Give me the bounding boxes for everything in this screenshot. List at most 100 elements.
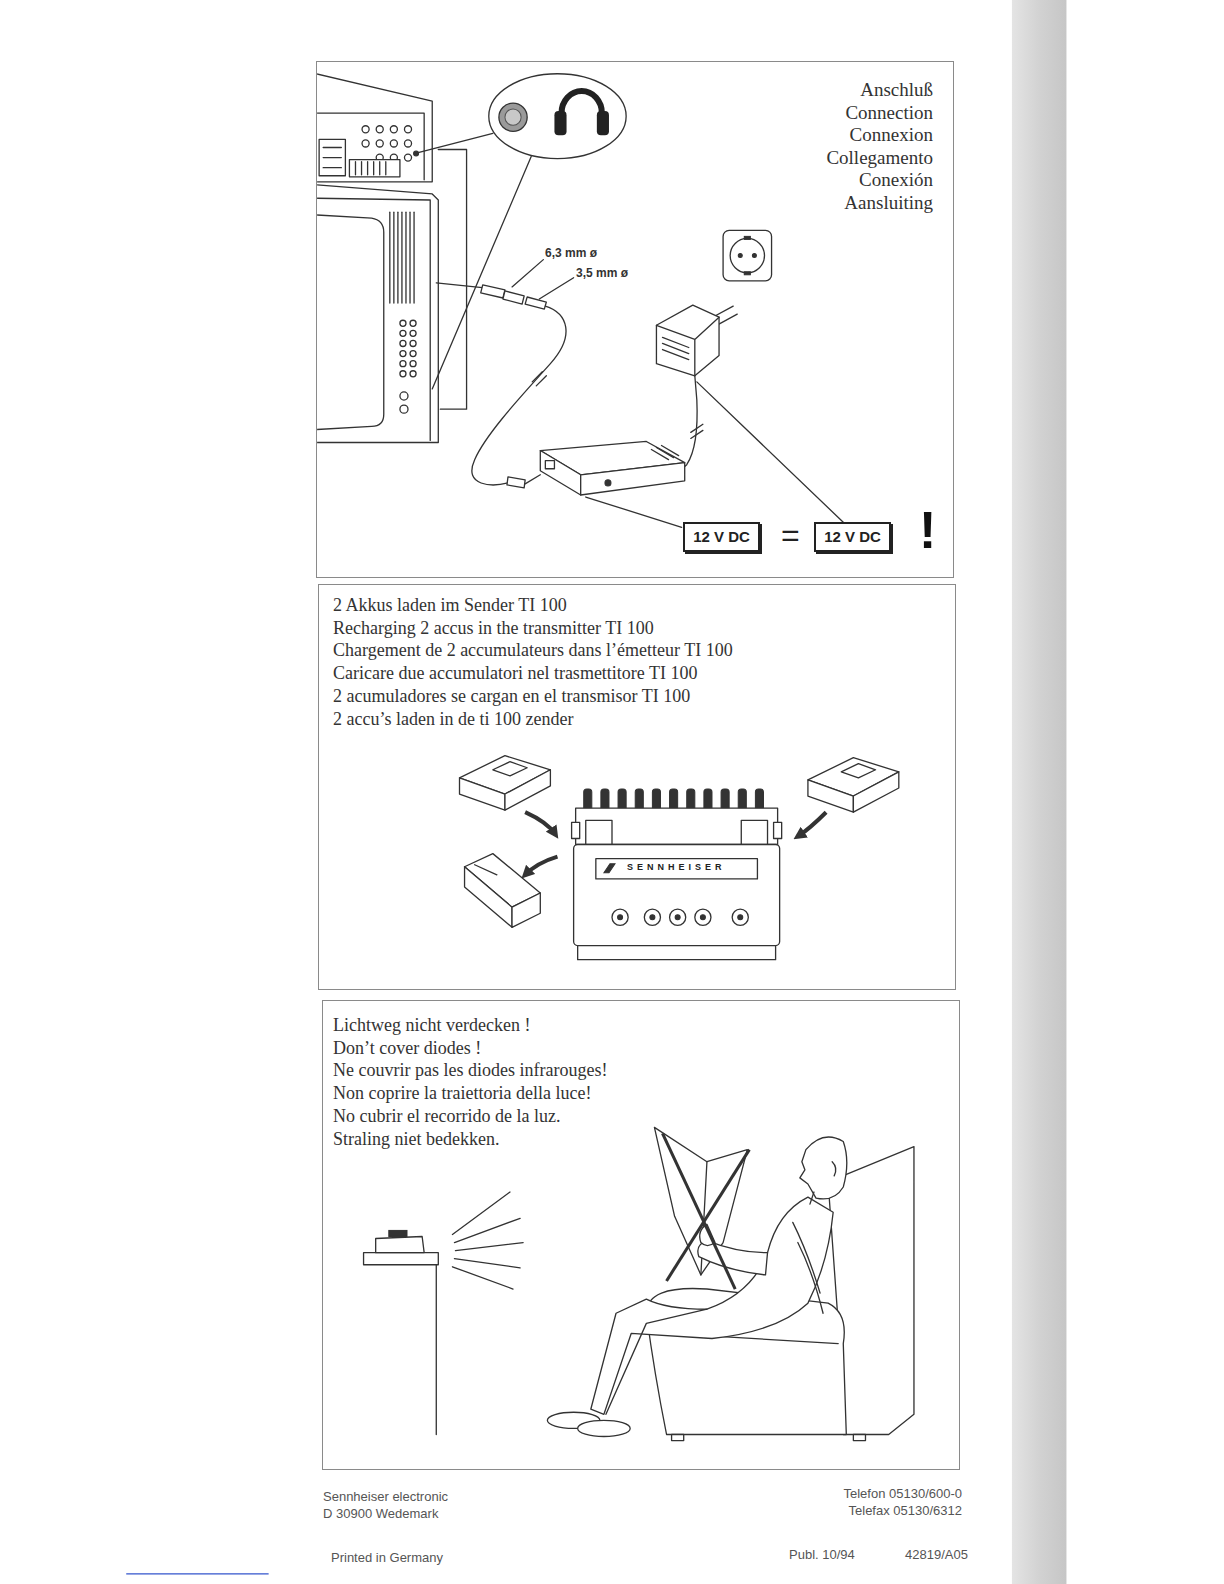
power-adapter [656, 317, 719, 376]
transmitter [661, 446, 678, 456]
hifi-stack [410, 330, 416, 336]
audio-cable [481, 285, 505, 298]
page-edge-band [1012, 0, 1067, 1584]
connection-panel: AnschlußConnectionConnexionCollegamentoC… [316, 61, 954, 578]
publication-date: Publ. 10/94 [789, 1547, 855, 1562]
jack-callout [505, 109, 521, 125]
audio-cable [539, 278, 573, 299]
infrared-rays [452, 1267, 513, 1289]
infrared-rays [454, 1218, 520, 1242]
hifi-stack [373, 162, 374, 175]
man-in-armchair [810, 1192, 814, 1204]
charger-unit [738, 915, 743, 920]
node-text: No cubrir el recorrido de la luz. [333, 1105, 959, 1128]
charger-unit [572, 822, 580, 838]
accu-pack [475, 865, 497, 875]
node-text: Recharging 2 accus in the transmitter TI… [333, 617, 955, 640]
accu-pack [512, 893, 540, 927]
jack-callout [562, 91, 602, 129]
transmitter [540, 451, 580, 495]
power-adapter [612, 305, 843, 522]
transmitter [545, 461, 554, 469]
jack-callout [432, 157, 531, 389]
node-text: Chargement de 2 accumulateurs dans l’éme… [333, 639, 955, 662]
node-text: Connexion [317, 124, 933, 147]
hifi-stack [397, 212, 398, 303]
link-underline [126, 1573, 268, 1574]
hifi-stack [317, 71, 466, 443]
footer-print-note: Printed in Germany [331, 1550, 443, 1565]
charger-unit [618, 915, 623, 920]
power-adapter [662, 337, 688, 347]
charger-unit [644, 909, 660, 925]
power-adapter [662, 343, 688, 353]
accu-pack [460, 756, 899, 928]
hifi-stack [317, 71, 432, 182]
accu-pack [841, 764, 875, 778]
hifi-stack [349, 160, 399, 177]
transmitter [651, 450, 668, 460]
node-text: 2 Akkus laden im Sender TI 100 [333, 594, 955, 617]
audio-cable [503, 291, 524, 304]
man-in-armchair [832, 1162, 836, 1176]
transmitter [605, 480, 611, 486]
hifi-stack [317, 214, 384, 430]
transmitter-on-table [376, 1236, 424, 1252]
hifi-stack [400, 351, 406, 357]
charger-unit [650, 915, 655, 920]
node-text: 2 accu’s laden in de ti 100 zender [333, 708, 955, 731]
insert-arrow [525, 857, 557, 875]
charger-unit [604, 864, 615, 873]
man-in-armchair [667, 1150, 750, 1281]
charger-unit [741, 820, 767, 844]
hifi-stack [410, 351, 416, 357]
wall-socket [744, 236, 750, 239]
voltage-box: 12 V DC [683, 522, 760, 552]
man-in-armchair [547, 1127, 914, 1440]
man-in-armchair [793, 1222, 823, 1313]
hifi-stack [393, 212, 394, 303]
brand-logo: SENNHEISER [627, 862, 726, 873]
hifi-stack [323, 167, 341, 168]
charging-panel: 2 Akkus laden im Sender TI 100Recharging… [318, 584, 956, 990]
node-text: Caricare due accumulatori nel trasmettit… [333, 662, 955, 685]
node-text: Ne couvrir pas les diodes infrarouges! [333, 1059, 959, 1082]
accu-pack [505, 770, 550, 810]
audio-cable [436, 283, 484, 288]
hifi-stack [404, 154, 411, 161]
hifi-stack [409, 212, 410, 303]
hifi-stack [400, 330, 406, 336]
power-adapter [691, 430, 703, 438]
hifi-stack [379, 162, 380, 175]
hifi-stack [389, 212, 390, 303]
hifi-stack [376, 126, 383, 133]
infrared-rays [455, 1243, 523, 1251]
transmitter [540, 441, 684, 527]
node-text: Lichtweg nicht verdecken ! [333, 1014, 959, 1037]
hifi-stack [438, 150, 466, 410]
accu-pack [808, 780, 853, 812]
hifi-stack [410, 361, 416, 367]
jack-callout [499, 103, 527, 131]
hifi-stack [400, 340, 406, 346]
node-text: Conexión [317, 169, 933, 192]
footer-address: Sennheiser electronic [323, 1489, 448, 1504]
charger-unit [574, 845, 780, 946]
hifi-stack [355, 162, 356, 175]
power-adapter [662, 350, 688, 360]
transmitter [586, 497, 682, 527]
node-text: Straling niet bedekken. [333, 1128, 959, 1151]
charger-unit [670, 909, 686, 925]
man-in-armchair [662, 1133, 735, 1289]
hifi-stack [319, 139, 345, 175]
transmitter-on-table [389, 1230, 407, 1236]
audio-cable [525, 475, 540, 484]
audio-cable [525, 297, 546, 309]
node-text: Non coprire la traiettoria della luce! [333, 1082, 959, 1105]
hifi-stack [317, 184, 438, 443]
hifi-stack [404, 140, 411, 147]
warning-mark: ! [919, 504, 936, 556]
hifi-stack [390, 126, 397, 133]
charger-unit [576, 808, 778, 844]
